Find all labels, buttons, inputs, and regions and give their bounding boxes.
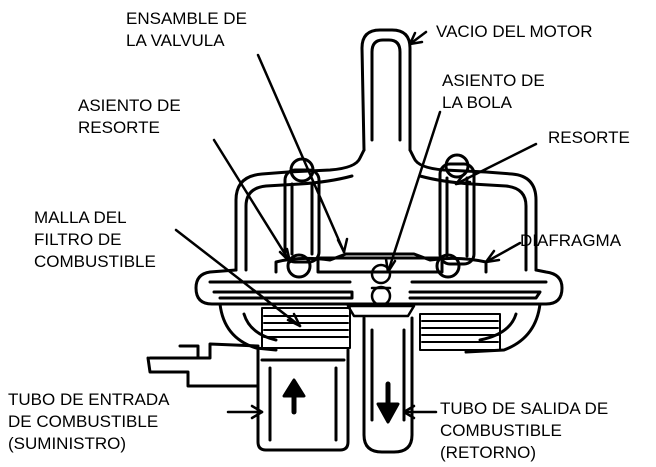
label-diafragma: DIAFRAGMA xyxy=(520,230,621,252)
label-vacio-motor: VACIO DEL MOTOR xyxy=(436,21,593,43)
label-line: LA BOLA xyxy=(442,93,512,112)
label-line: FILTRO DE xyxy=(34,230,122,249)
label-line: (SUMINISTRO) xyxy=(8,434,127,453)
label-line: RESORTE xyxy=(78,118,160,137)
label-tubo-entrada: TUBO DE ENTRADA DE COMBUSTIBLE (SUMINIST… xyxy=(8,389,170,455)
fuel-filter-screen xyxy=(261,307,501,351)
label-line: TUBO DE SALIDA DE xyxy=(440,399,609,418)
label-line: COMBUSTIBLE xyxy=(34,252,156,271)
label-line: VACIO DEL MOTOR xyxy=(436,22,593,41)
return-tube xyxy=(362,316,414,454)
lower-housing xyxy=(218,302,542,354)
label-line: DE COMBUSTIBLE xyxy=(8,412,159,431)
label-line: (RETORNO) xyxy=(440,443,537,462)
label-line: DIAFRAGMA xyxy=(520,231,622,250)
label-tubo-salida: TUBO DE SALIDA DE COMBUSTIBLE (RETORNO) xyxy=(440,398,608,464)
label-line: ENSAMBLE DE xyxy=(126,9,247,28)
mounting-bracket xyxy=(146,342,260,388)
label-line: RESORTE xyxy=(548,128,630,147)
label-line: ASIENTO DE xyxy=(78,96,181,115)
label-line: ASIENTO DE xyxy=(442,71,545,90)
spring-right xyxy=(435,153,476,279)
label-ensamble-valvula: ENSAMBLE DE LA VALVULA xyxy=(126,8,247,52)
label-asiento-resorte: ASIENTO DE RESORTE xyxy=(78,95,181,139)
spring-left xyxy=(283,157,321,279)
label-line: MALLA DEL xyxy=(34,208,127,227)
diaphragm xyxy=(194,268,564,306)
label-malla-filtro: MALLA DEL FILTRO DE COMBUSTIBLE xyxy=(34,207,156,273)
label-line: TUBO DE ENTRADA xyxy=(8,390,170,409)
label-line: LA VALVULA xyxy=(126,31,225,50)
vacuum-nipple xyxy=(360,28,412,152)
label-asiento-bola: ASIENTO DE LA BOLA xyxy=(442,70,545,114)
leader-lines xyxy=(174,30,538,420)
label-line: COMBUSTIBLE xyxy=(440,421,562,440)
label-resorte: RESORTE xyxy=(548,127,630,149)
inlet-tube xyxy=(256,348,350,452)
